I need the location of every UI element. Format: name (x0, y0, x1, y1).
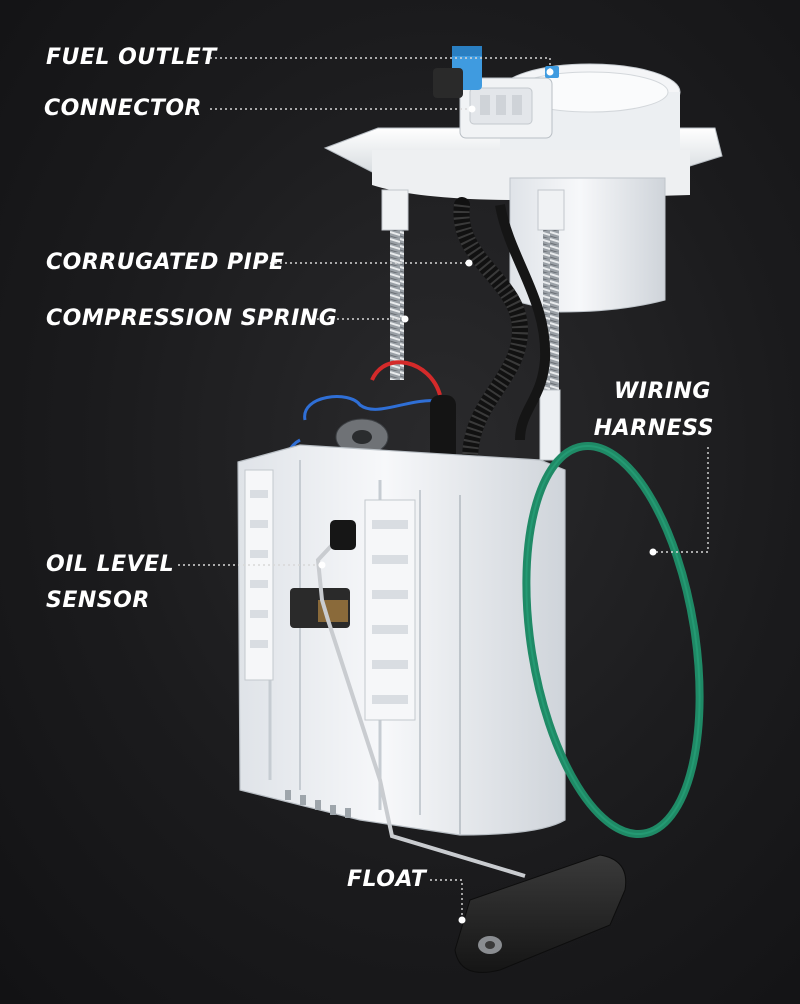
fuel-reservoir (237, 444, 566, 836)
label-connector: CONNECTOR (44, 96, 202, 121)
top-flange (323, 46, 723, 200)
label-oil-level: OIL LEVEL (46, 552, 175, 577)
leader-fuel-outlet (210, 57, 551, 70)
float-arm (315, 520, 526, 878)
leader-lines (178, 57, 709, 918)
leader-dot-fuel-outlet (546, 68, 554, 76)
leader-dot-wiring-harness (649, 548, 657, 556)
leader-dot-oil-level-sensor (318, 561, 326, 569)
leader-dot-connector (468, 105, 476, 113)
label-harness: HARNESS (593, 416, 714, 441)
leader-dot-compression-spring (401, 315, 409, 323)
label-fuel-outlet: FUEL OUTLET (46, 45, 217, 70)
leader-dot-float (458, 916, 466, 924)
float (454, 854, 627, 973)
leader-float (430, 879, 463, 918)
leader-endpoints (318, 68, 657, 924)
leader-dot-corrugated-pipe (465, 259, 473, 267)
gasket-ring (522, 441, 704, 839)
label-wiring: WIRING (613, 379, 711, 404)
label-compression-spring: COMPRESSION SPRING (46, 306, 338, 331)
leader-wiring-harness (655, 447, 709, 553)
corrugated-pipe (453, 197, 551, 468)
label-float: FLOAT (347, 867, 427, 892)
label-sensor: SENSOR (46, 588, 150, 613)
label-corrugated-pipe: CORRUGATED PIPE (46, 250, 285, 275)
